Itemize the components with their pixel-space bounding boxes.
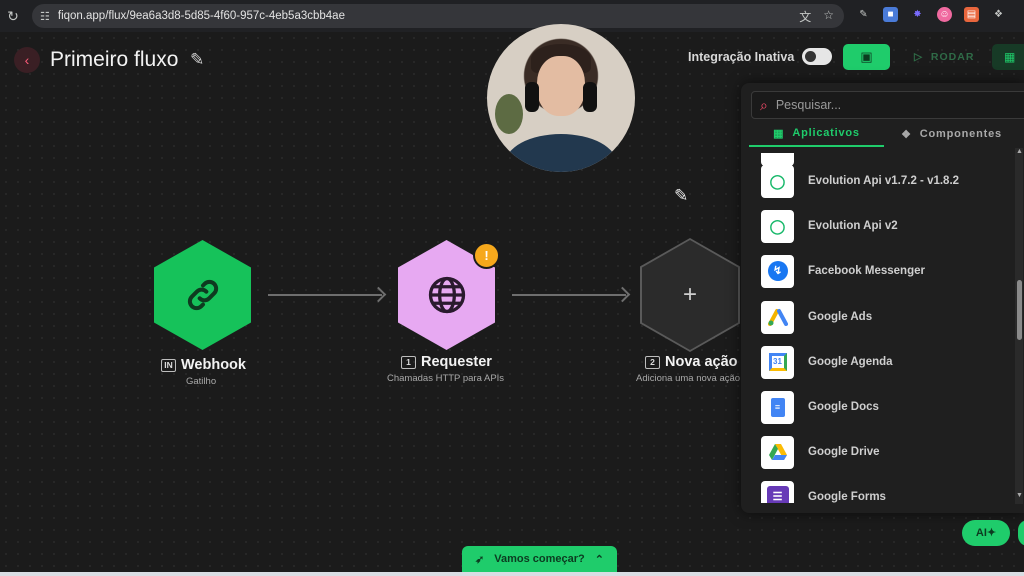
connector-arrow: [512, 294, 626, 296]
search-input[interactable]: [775, 98, 996, 112]
connector-arrow: [268, 294, 382, 296]
table-icon: ▦: [1004, 50, 1016, 64]
rocket-icon: ➶: [475, 553, 485, 566]
app-name: Google Agenda: [808, 356, 893, 368]
app-name: Google Ads: [808, 311, 873, 323]
edit-title-pencil-icon[interactable]: ✎: [190, 50, 205, 69]
save-button[interactable]: ▣: [843, 44, 890, 70]
page-title: Primeiro fluxo: [50, 48, 179, 71]
secondary-floating-button[interactable]: [1018, 520, 1024, 546]
list-item-google-docs[interactable]: ≡ Google Docs: [761, 389, 1011, 425]
list-item-google-drive[interactable]: Google Drive: [761, 434, 1011, 470]
run-label: RODAR: [930, 51, 975, 63]
getting-started-label: Vamos começar?: [494, 553, 585, 565]
evolution-icon: ◯: [761, 164, 794, 198]
plus-icon: +: [682, 281, 697, 308]
search-box[interactable]: ⌕: [751, 91, 1024, 119]
ai-label: AI: [975, 527, 987, 539]
app-icon: [761, 153, 794, 166]
bottom-strip: [0, 572, 1024, 576]
avatar-extension-icon[interactable]: ☺: [937, 7, 952, 22]
webhook-node-subtitle: Gatilho: [186, 376, 217, 387]
step-badge: 1: [401, 355, 416, 369]
play-icon: ▷: [914, 51, 924, 63]
link-icon: [154, 240, 251, 350]
edit-pencil-icon[interactable]: ✎: [674, 186, 689, 205]
app-picker-panel: ⌕ ▦ Aplicativos ❖ Componentes ◯ Evolutio…: [741, 83, 1024, 513]
sparkle-icon: ✦: [986, 527, 997, 539]
double-chevron-up-icon: ⌃: [594, 553, 604, 566]
list-item-evolution-v1[interactable]: ◯ Evolution Api v1.7.2 - v1.8.2: [761, 163, 1011, 199]
evolution-icon: ◯: [761, 209, 794, 243]
tab-aplicativos[interactable]: ▦ Aplicativos: [749, 121, 884, 147]
gear-extension-icon[interactable]: ✸: [913, 9, 922, 20]
back-button[interactable]: ‹: [14, 47, 40, 73]
scroll-down-arrow-icon[interactable]: ▼: [1016, 492, 1023, 499]
webhook-node-title: IN Webhook: [161, 357, 246, 373]
integration-toggle[interactable]: [802, 48, 832, 65]
integration-status-label: Integração Inativa: [688, 50, 795, 64]
google-ads-icon: [761, 300, 794, 334]
list-item-google-forms[interactable]: ☰ Google Forms: [761, 479, 1011, 503]
extensions-bar: ✎ ■ ✸ ☺ ▤ ❖: [856, 7, 1006, 22]
list-item-google-ads[interactable]: Google Ads: [761, 299, 1011, 335]
table-view-button[interactable]: ▦: [992, 44, 1024, 70]
eyedropper-extension-icon[interactable]: ✎: [859, 9, 868, 20]
warning-icon: !: [484, 248, 489, 263]
scroll-up-arrow-icon[interactable]: ▲: [1016, 148, 1023, 155]
app-name: Google Docs: [808, 401, 879, 413]
google-calendar-icon: 31: [761, 345, 794, 379]
requester-node-subtitle: Chamadas HTTP para APIs: [387, 373, 505, 384]
tab-componentes[interactable]: ❖ Componentes: [901, 128, 1002, 141]
new-action-node[interactable]: [642, 240, 738, 350]
app-name: Evolution Api v1.7.2 - v1.8.2: [808, 175, 960, 187]
site-info-icon[interactable]: ☷: [40, 10, 50, 23]
list-item-partial[interactable]: [761, 153, 1011, 167]
shop-extension-icon[interactable]: ▤: [964, 7, 979, 22]
chevron-left-icon: ‹: [24, 52, 30, 68]
puzzle-extensions-icon[interactable]: ❖: [994, 9, 1003, 20]
panel-scrollbar-thumb[interactable]: [1017, 280, 1022, 340]
step-badge: IN: [161, 358, 176, 372]
ai-assistant-button[interactable]: AI✦: [962, 520, 1010, 546]
globe-icon: [398, 240, 495, 350]
app-list: ◯ Evolution Api v1.7.2 - v1.8.2 ◯ Evolut…: [761, 153, 1011, 503]
url-text: fiqon.app/flux/9ea6a3d8-5d85-4f60-957c-4…: [57, 10, 345, 22]
google-docs-icon: ≡: [761, 390, 794, 424]
address-bar[interactable]: ☷ fiqon.app/flux/9ea6a3d8-5d85-4f60-957c…: [32, 4, 844, 28]
search-icon: ⌕: [760, 96, 768, 113]
webcam-overlay: [487, 24, 635, 172]
getting-started-button[interactable]: ➶ Vamos começar? ⌃: [462, 546, 617, 572]
translate-icon[interactable]: 文: [799, 10, 812, 24]
panel-tabs: ▦ Aplicativos ❖ Componentes: [749, 121, 1019, 147]
requester-node-title: 1 Requester: [401, 354, 492, 370]
list-item-google-agenda[interactable]: 31 Google Agenda: [761, 344, 1011, 380]
bookmark-star-icon[interactable]: ☆: [823, 8, 834, 22]
puzzle-icon: ❖: [901, 128, 912, 141]
google-forms-icon: ☰: [761, 480, 794, 503]
reload-icon[interactable]: ↻: [7, 7, 19, 24]
new-action-node-subtitle: Adiciona uma nova ação: [636, 373, 741, 384]
floppy-disk-icon: ▣: [860, 49, 873, 64]
new-action-node-title: 2 Nova ação: [645, 354, 738, 370]
app-name: Google Drive: [808, 446, 880, 458]
step-badge: 2: [645, 355, 660, 369]
extension-icon[interactable]: ■: [883, 7, 898, 22]
webhook-node[interactable]: [154, 240, 251, 350]
app-name: Facebook Messenger: [808, 265, 925, 277]
run-button[interactable]: ▷ RODAR: [904, 44, 984, 70]
apps-grid-icon: ▦: [773, 127, 785, 140]
warning-badge[interactable]: !: [473, 242, 500, 269]
messenger-icon: ↯: [761, 254, 794, 288]
app-name: Evolution Api v2: [808, 220, 898, 232]
google-drive-icon: [761, 435, 794, 469]
app-name: Google Forms: [808, 491, 886, 503]
list-item-facebook-messenger[interactable]: ↯ Facebook Messenger: [761, 253, 1011, 289]
list-item-evolution-v2[interactable]: ◯ Evolution Api v2: [761, 208, 1011, 244]
